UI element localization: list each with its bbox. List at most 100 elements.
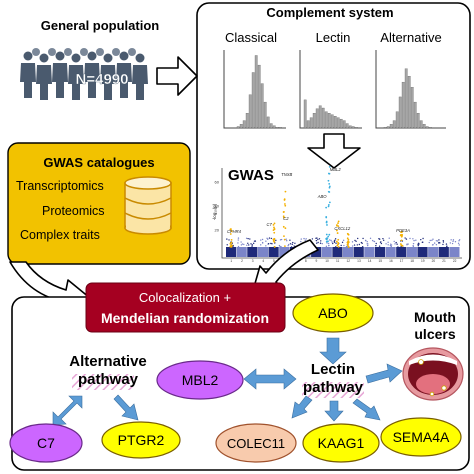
manhattan-gene-label: ABO xyxy=(317,194,328,199)
manhattan-point xyxy=(332,242,334,245)
mouth-icon xyxy=(402,347,464,401)
manhattan-point xyxy=(452,240,454,243)
manhattan-point xyxy=(316,237,318,239)
manhattan-point xyxy=(321,242,323,245)
manhattan-point xyxy=(245,237,248,239)
manhattan-signal-point xyxy=(399,234,402,236)
manhattan-point xyxy=(396,243,398,245)
manhattan-point xyxy=(253,240,256,242)
histogram-bar xyxy=(342,120,346,129)
manhattan-chromosome-band xyxy=(311,247,322,257)
manhattan-signal-point xyxy=(282,215,285,218)
people-icon xyxy=(20,48,148,100)
manhattan-chromosome-band xyxy=(364,247,375,257)
manhattan-point xyxy=(294,242,296,244)
manhattan-point xyxy=(305,238,307,240)
catalogue-item-proteomics: Proteomics xyxy=(42,204,105,218)
manhattan-point xyxy=(248,244,250,246)
person-head-back xyxy=(128,48,136,56)
manhattan-point xyxy=(371,239,374,242)
manhattan-point xyxy=(237,239,239,241)
manhattan-point xyxy=(417,242,420,244)
manhattan-point xyxy=(334,239,336,242)
manhattan-x-tick: 5 xyxy=(273,259,275,263)
manhattan-signal-point xyxy=(325,215,328,218)
manhattan-points xyxy=(226,165,461,257)
manhattan-point xyxy=(442,239,444,242)
manhattan-point xyxy=(327,242,330,245)
manhattan-signal-point xyxy=(337,241,340,244)
manhattan-signal-point xyxy=(283,238,286,241)
manhattan-point xyxy=(422,237,424,240)
mouth-ulcers-line2: ulcers xyxy=(414,326,455,342)
gene-colec11-label: COLEC11 xyxy=(227,436,285,451)
histogram-bar xyxy=(269,123,273,129)
manhattan-signal-point xyxy=(337,222,339,225)
person-body xyxy=(116,63,132,98)
gene-kaag1: KAAG1 xyxy=(302,423,380,463)
manhattan-point xyxy=(380,242,383,245)
manhattan-point xyxy=(412,242,415,245)
manhattan-chromosome-band xyxy=(321,247,332,257)
manhattan-signal-point xyxy=(328,182,331,185)
manhattan-chromosome-band xyxy=(417,247,428,257)
pathway-label-classical: Classical xyxy=(225,30,277,45)
manhattan-signal-point xyxy=(284,204,287,207)
manhattan-signal-point xyxy=(327,179,330,182)
gwas-label: GWAS xyxy=(228,167,274,184)
manhattan-chromosome-band xyxy=(236,247,247,257)
arrow-abo-to-lectin xyxy=(319,337,347,365)
person-body xyxy=(20,63,36,98)
manhattan-signal-point xyxy=(337,225,340,228)
manhattan-signal-point xyxy=(347,238,350,241)
manhattan-point xyxy=(406,244,408,246)
manhattan-point xyxy=(393,240,395,243)
manhattan-signal-point xyxy=(327,203,330,206)
manhattan-point xyxy=(366,241,368,243)
manhattan-signal-point xyxy=(337,245,340,248)
manhattan-point xyxy=(226,238,228,240)
histogram-bar xyxy=(312,113,316,129)
manhattan-point xyxy=(361,246,364,248)
manhattan-point xyxy=(286,240,288,242)
manhattan-signal-point xyxy=(401,235,403,237)
manhattan-signal-point xyxy=(273,228,276,230)
manhattan-point xyxy=(409,237,411,240)
histogram-bar xyxy=(398,96,402,129)
method-line1: Colocalization + xyxy=(139,290,231,305)
manhattan-x-tick: 2 xyxy=(241,259,243,263)
manhattan-signal-point xyxy=(336,224,338,227)
manhattan-signal-point xyxy=(326,224,328,226)
manhattan-chromosome-band xyxy=(396,247,407,257)
manhattan-chromosome-band xyxy=(226,247,237,257)
manhattan-point xyxy=(315,239,318,242)
manhattan-x-tick: 4 xyxy=(262,259,264,263)
histogram-bar xyxy=(410,87,414,129)
manhattan-signal-point xyxy=(347,242,350,245)
manhattan-y-tick: 60 xyxy=(215,180,220,185)
right-arrow-icon xyxy=(156,56,198,96)
manhattan-point xyxy=(240,241,242,243)
histogram-bar xyxy=(309,117,313,129)
manhattan-axes xyxy=(221,168,462,259)
arrow-mbl2-lectin xyxy=(243,368,297,390)
manhattan-signal-point xyxy=(273,239,275,241)
histogram-classical xyxy=(236,55,282,129)
manhattan-chromosome-band xyxy=(428,247,439,257)
manhattan-point xyxy=(435,240,438,242)
manhattan-point xyxy=(395,241,397,244)
manhattan-point xyxy=(317,238,319,241)
manhattan-signal-point xyxy=(328,186,331,189)
manhattan-point xyxy=(375,245,377,247)
person-head xyxy=(135,53,145,63)
manhattan-signal-point xyxy=(328,201,331,204)
manhattan-chromosome-band xyxy=(438,247,449,257)
manhattan-signal-point xyxy=(325,206,328,209)
catalogue-item-complex-traits: Complex traits xyxy=(20,228,100,242)
manhattan-point xyxy=(458,244,460,246)
manhattan-point xyxy=(432,238,434,240)
population-count: N=4990 xyxy=(76,71,129,88)
gene-sema4a-label: SEMA4A xyxy=(393,429,450,445)
manhattan-x-tick: 10 xyxy=(325,259,329,263)
manhattan-point xyxy=(385,243,387,245)
